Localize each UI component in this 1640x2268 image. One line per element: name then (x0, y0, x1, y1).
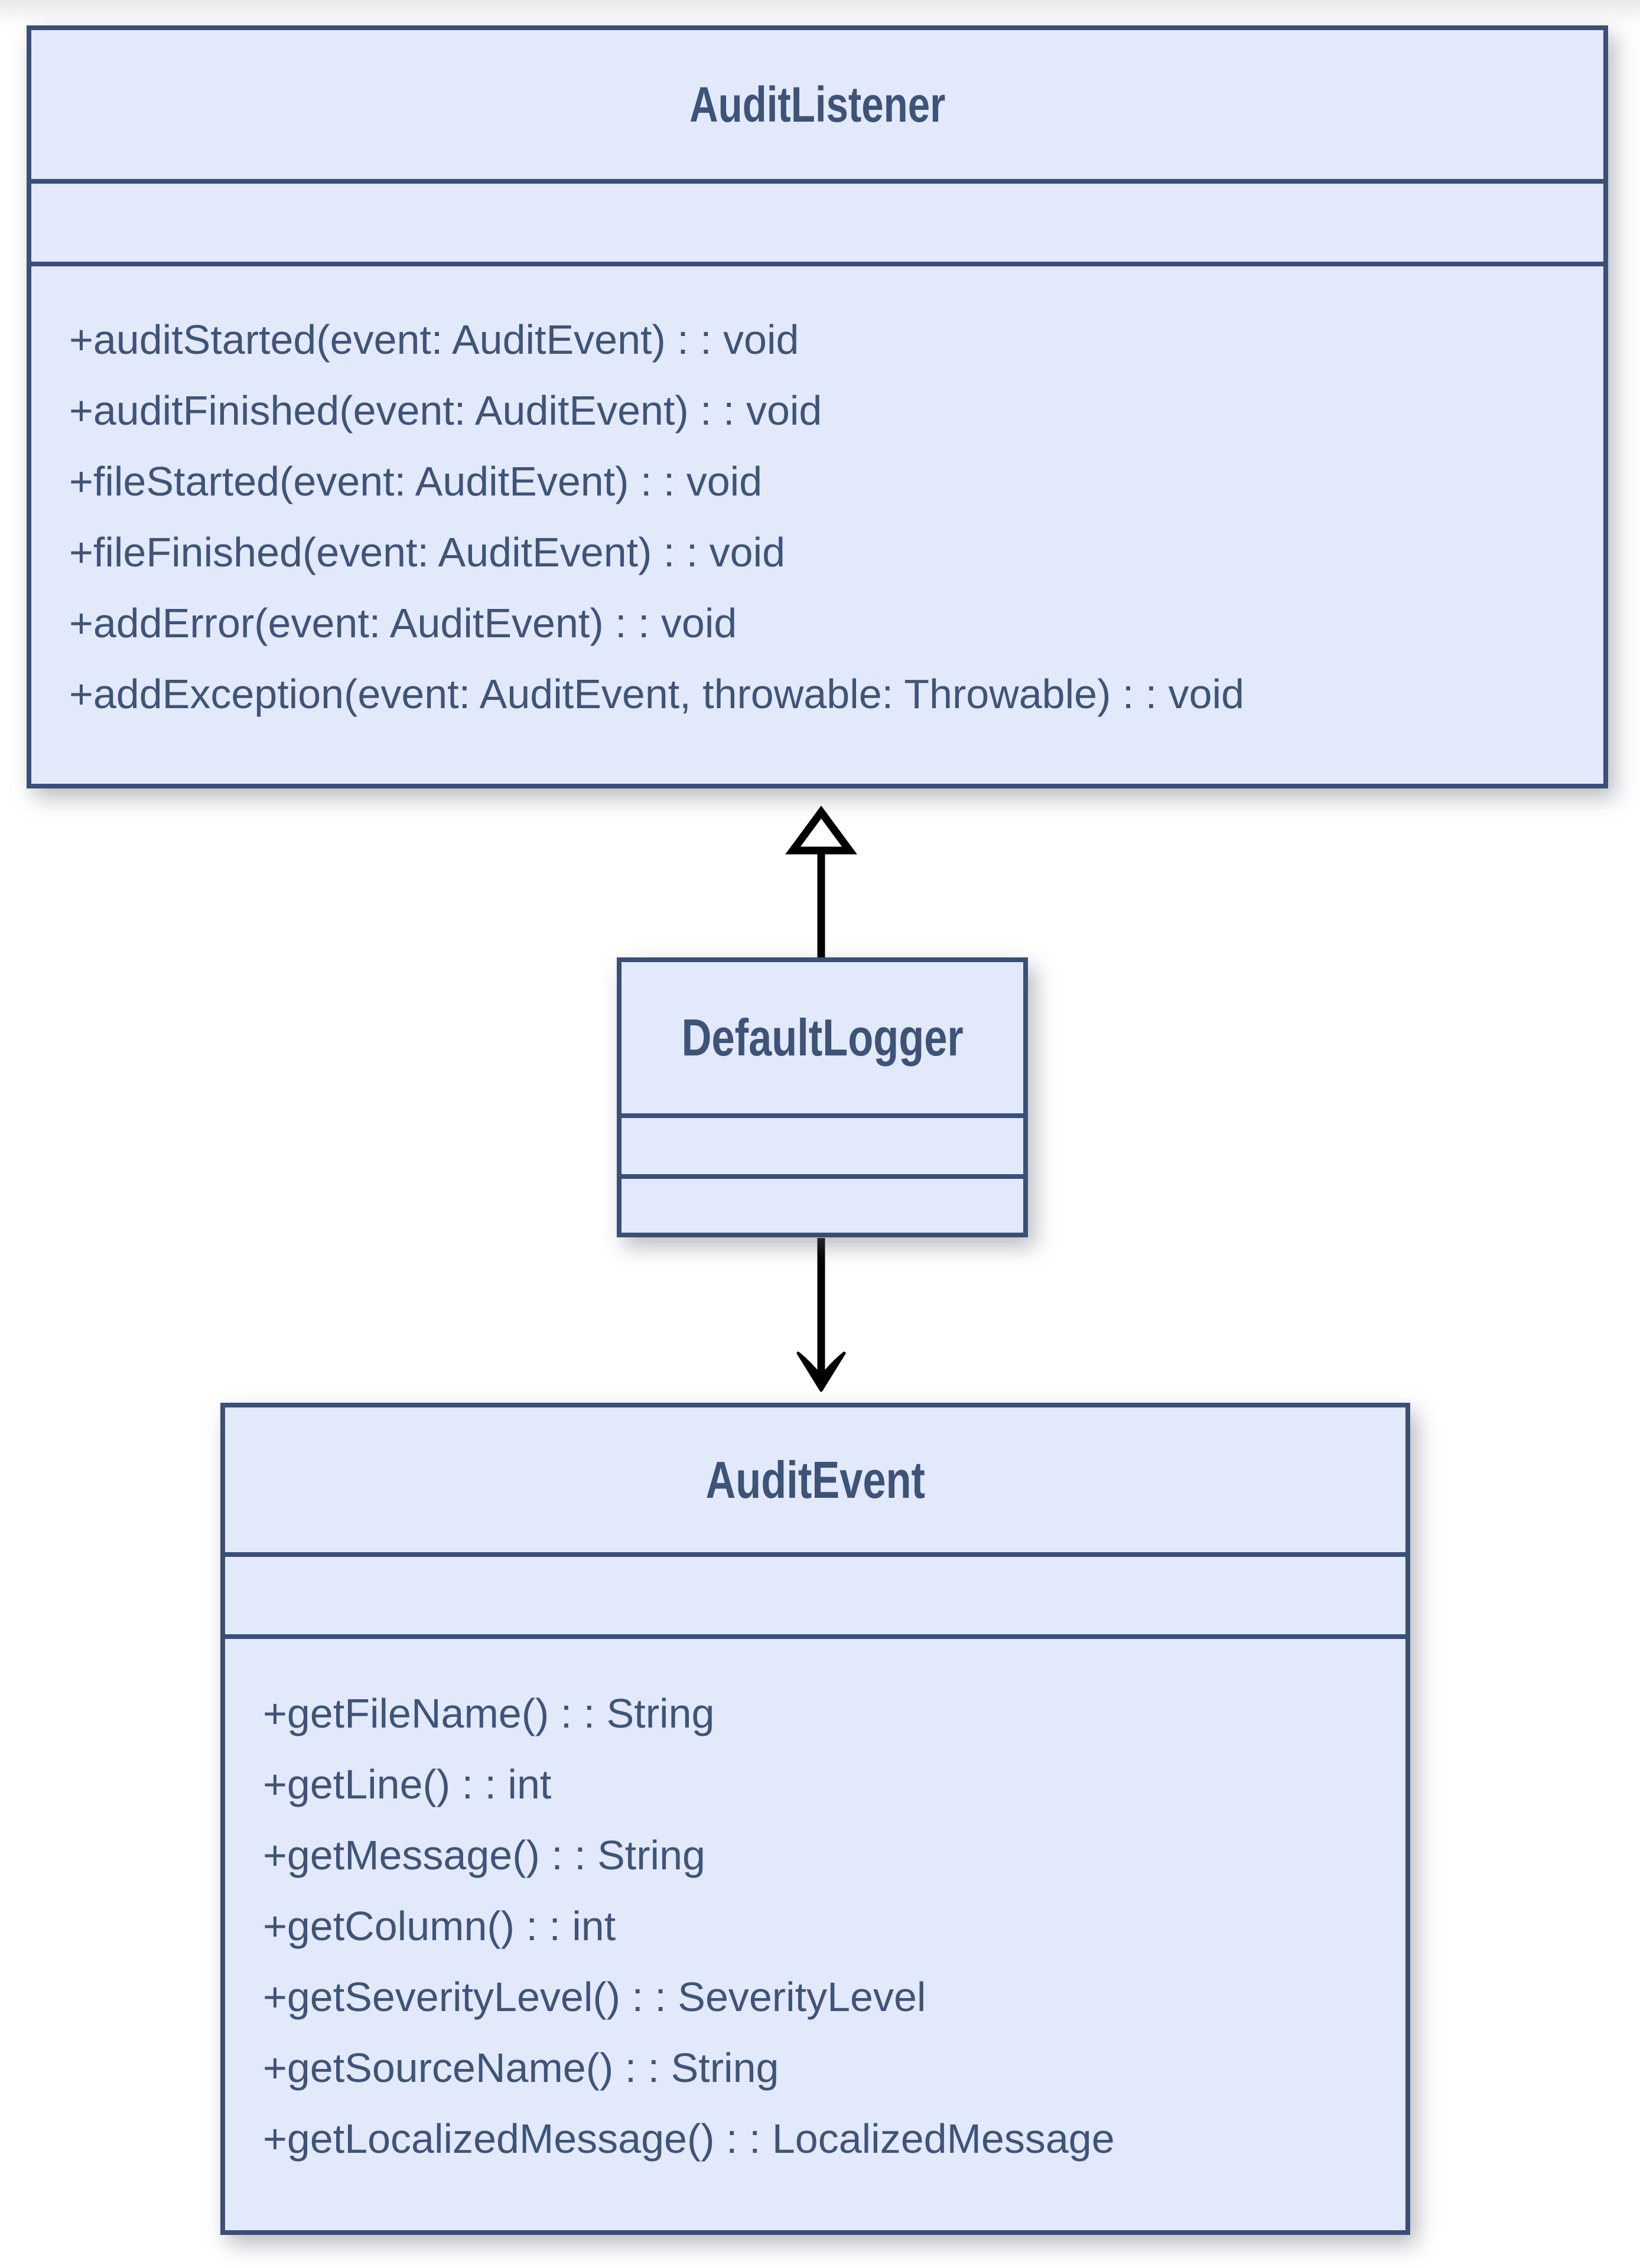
method-item: +getFileName() : : String (263, 1690, 715, 1736)
class-title-audit-event: AuditEvent (225, 1407, 1405, 1552)
attributes-compartment-default-logger (621, 1113, 1023, 1174)
methods-compartment-audit-listener: +auditStarted(event: AuditEvent) : : voi… (31, 262, 1603, 784)
method-item: +addException(event: AuditEvent, throwab… (69, 671, 1245, 717)
page-background (0, 0, 1640, 27)
class-name-label: DefaultLogger (681, 1008, 964, 1067)
method-item: +getSourceName() : : String (263, 2045, 779, 2091)
attributes-compartment-audit-event (225, 1552, 1405, 1634)
method-item: +fileFinished(event: AuditEvent) : : voi… (69, 529, 786, 575)
method-item: +getMessage() : : String (263, 1832, 705, 1878)
method-item: +getLocalizedMessage() : : LocalizedMess… (263, 2116, 1115, 2162)
method-item: +auditFinished(event: AuditEvent) : : vo… (69, 387, 822, 434)
generalization-connector (785, 806, 857, 960)
class-name-label: AuditListener (689, 76, 946, 132)
class-box-audit-listener: AuditListener +auditStarted(event: Audit… (27, 25, 1608, 788)
method-item: +getLine() : : int (263, 1761, 552, 1807)
association-connector (796, 1238, 846, 1392)
class-title-audit-listener: AuditListener (31, 30, 1603, 179)
class-name-label: AuditEvent (705, 1450, 925, 1509)
hollow-triangle-arrowhead (785, 806, 857, 855)
method-item: +addError(event: AuditEvent) : : void (69, 600, 737, 646)
class-title-default-logger: DefaultLogger (621, 962, 1023, 1113)
method-item: +fileStarted(event: AuditEvent) : : void (69, 458, 763, 504)
methods-compartment-audit-event: +getFileName() : : String +getLine() : :… (225, 1634, 1405, 2230)
open-v-arrowhead (796, 1351, 846, 1392)
class-box-audit-event: AuditEvent +getFileName() : : String +ge… (220, 1403, 1410, 2235)
attributes-compartment-audit-listener (31, 179, 1603, 262)
method-item: +getSeverityLevel() : : SeverityLevel (263, 1974, 926, 2020)
method-item: +auditStarted(event: AuditEvent) : : voi… (69, 317, 799, 363)
methods-compartment-default-logger (621, 1174, 1023, 1233)
class-box-default-logger: DefaultLogger (617, 957, 1028, 1237)
method-item: +getColumn() : : int (263, 1903, 616, 1949)
